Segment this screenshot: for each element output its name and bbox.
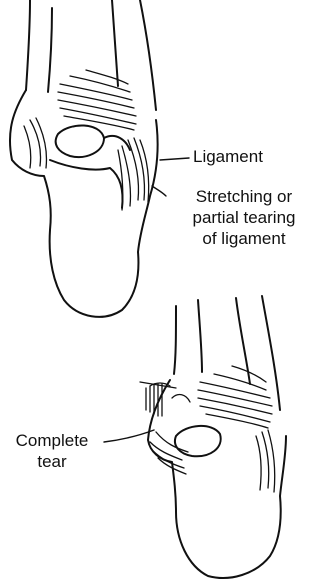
complete-tear-label-line-2: tear (6, 451, 98, 472)
ligament-label: Ligament (193, 146, 263, 167)
lower-tibia (174, 306, 176, 374)
lower-fibula-right (262, 296, 280, 410)
lower-ankle-tear (104, 296, 286, 578)
upper-stretched-ligament (118, 138, 149, 210)
upper-bone-contour-2 (104, 136, 130, 150)
stretching-label: Stretching or partial tearing of ligamen… (166, 186, 322, 249)
lower-lateral-fibers (256, 430, 275, 492)
stretching-label-line-1: Stretching or (166, 186, 322, 207)
lower-ligament-fibers (198, 366, 272, 428)
upper-fibula-right (140, 0, 156, 110)
stretch-pointer-line (152, 186, 166, 196)
upper-talus (56, 125, 104, 157)
upper-bone-contour (50, 160, 123, 208)
upper-tibia (26, 0, 30, 90)
upper-ligament-fibers (58, 70, 136, 130)
upper-medial-fibers (24, 118, 47, 168)
lower-tibia-inner (198, 300, 202, 372)
stretching-label-line-3: of ligament (166, 228, 322, 249)
complete-tear-label-line-1: Complete (6, 430, 98, 451)
ligament-pointer-line (160, 158, 189, 160)
complete-tear-label: Complete tear (6, 430, 98, 472)
lower-talus (175, 426, 221, 456)
stretching-label-line-2: partial tearing (166, 207, 322, 228)
upper-tibia-inner (48, 8, 52, 92)
tear-pointer-line (104, 430, 154, 442)
upper-fibula (112, 0, 118, 86)
upper-ankle-sprain (10, 0, 189, 317)
